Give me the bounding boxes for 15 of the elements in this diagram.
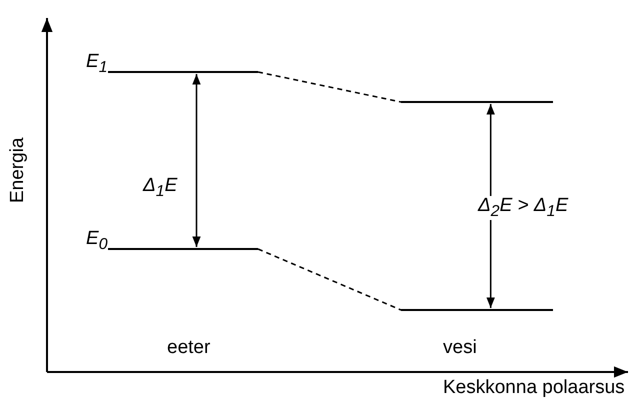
energy-level-line xyxy=(401,309,553,311)
double-arrow xyxy=(192,74,201,247)
axis-title: Keskkonna polaarsus xyxy=(443,378,625,397)
column-label: vesi xyxy=(443,338,477,357)
column-label: eeter xyxy=(167,338,210,357)
edge-label: Δ$_{2}$E > Δ$_{1}$E xyxy=(478,196,568,220)
level-label: E$_{1}$ xyxy=(86,52,108,76)
dashed-connector xyxy=(258,71,402,103)
energy-level-line xyxy=(401,101,553,103)
energy-level-line xyxy=(108,248,258,250)
double-arrow xyxy=(486,104,495,308)
dashed-connector xyxy=(258,248,402,311)
level-label: E$_{0}$ xyxy=(86,229,108,253)
energy-level-line xyxy=(108,71,258,73)
axis-title: Energia xyxy=(8,138,27,203)
